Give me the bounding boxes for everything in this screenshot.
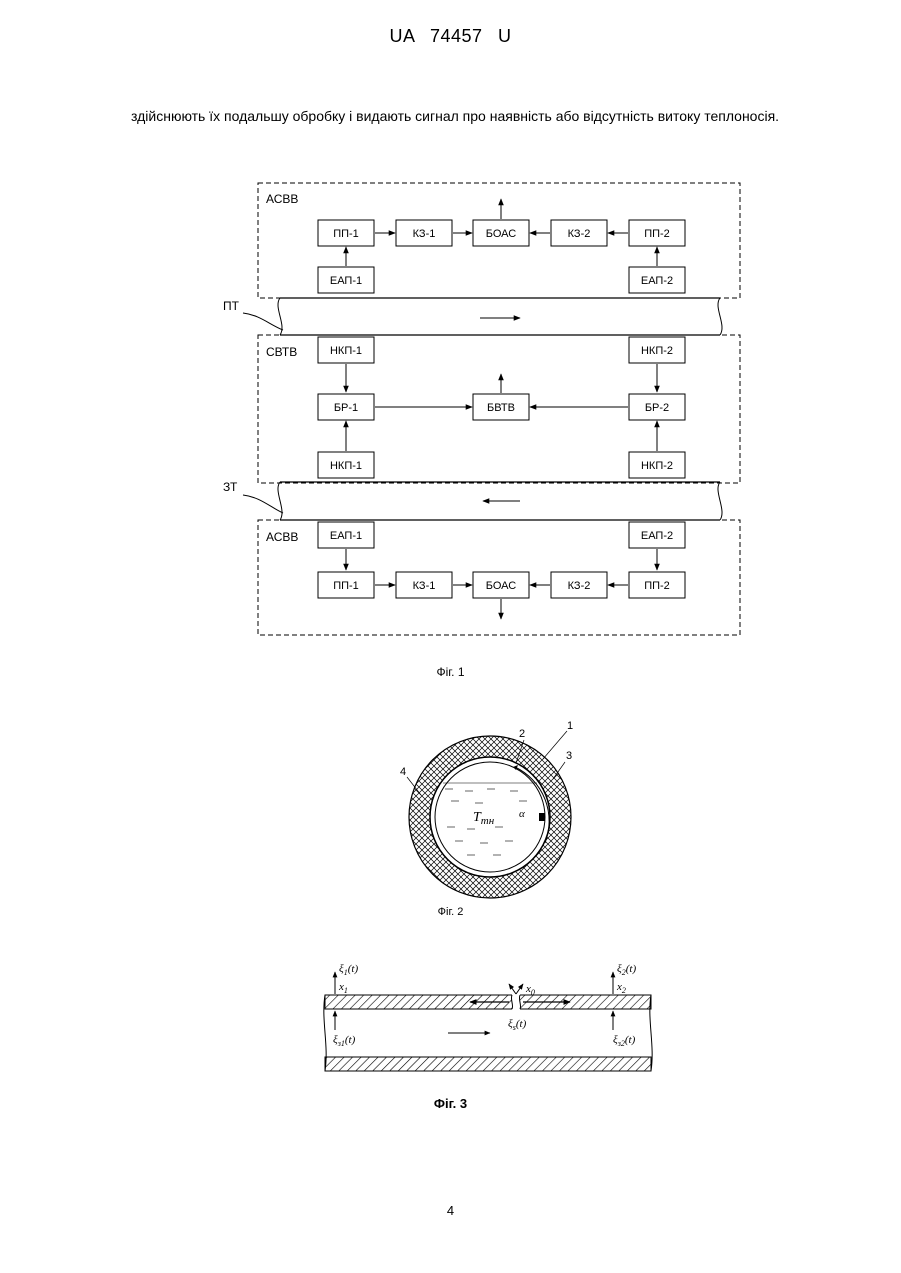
bottom-sensor-eap1: ЕАП-1 [330,530,362,542]
fig2-label-3: 3 [566,750,572,762]
fig3-xiz2-sub: з2 [617,1039,625,1048]
top-box-boas: БОАС [486,228,517,240]
top-box-kz1: КЗ-1 [413,228,436,240]
svg-text:x1: x1 [338,981,348,995]
fig2-temp-sub: тн [481,815,495,827]
bottom-box-boas: БОАС [486,580,517,592]
fig3-xi2-arg: (t) [626,963,637,975]
figure-3-caption: Фіг. 3 [0,1096,901,1111]
fig2-label-2: 2 [519,728,525,740]
top-box-pp2: ПП-2 [644,228,670,240]
fig3-xis-arg: (t) [516,1018,527,1030]
fig3-xiz1-sub: з1 [337,1039,345,1048]
figure-1-caption: Фіг. 1 [0,665,901,679]
svg-text:x2: x2 [616,981,626,995]
top-sensor-eap1: ЕАП-1 [330,275,362,287]
fig2-label-1: 1 [567,720,573,732]
figure-2-caption: Фіг. 2 [0,906,901,918]
mid-top-sensor-nkp2: НКП-2 [641,345,673,357]
bottom-box-kz1: КЗ-1 [413,580,436,592]
top-group-label: АСВВ [266,192,298,206]
mid-bottom-sensor-nkp2: НКП-2 [641,460,673,472]
body-paragraph: здійснюють їх подальшу обробку і видають… [131,107,814,126]
figure-1-block-diagram: АСВВ ПП-1 КЗ-1 БОАС КЗ-2 ПП-2 ЕАП-1 ЕАП-… [215,175,745,645]
fig3-xi1-arg: (t) [348,963,359,975]
page-number: 4 [0,1203,901,1218]
top-box-kz2: КЗ-2 [568,228,591,240]
top-box-pp1: ПП-1 [333,228,359,240]
middle-group-label: СВТВ [266,345,297,359]
svg-text:ξ1(t): ξ1(t) [339,963,358,977]
fig2-alpha: α [519,808,525,820]
pipe-bottom-label: ЗТ [223,480,238,494]
figure-2-pipe-section: 1 2 3 4 Tтн α [395,715,595,905]
document-header: UA 74457 U [0,26,901,47]
bottom-row: ПП-1 КЗ-1 БОАС КЗ-2 ПП-2 [318,572,685,598]
svg-text:ξз2(t): ξз2(t) [613,1034,636,1048]
fig2-label-4: 4 [400,766,406,778]
mid-top-sensor-nkp1: НКП-1 [330,345,362,357]
bottom-box-pp2: ПП-2 [644,580,670,592]
top-sensor-eap2: ЕАП-2 [641,275,673,287]
svg-text:ξ2(t): ξ2(t) [617,963,636,977]
bottom-group-label: АСВВ [266,530,298,544]
mid-box-bvtv: БВТВ [487,402,515,414]
fig3-xiz2-arg: (t) [625,1034,636,1046]
svg-text:x0: x0 [525,983,535,997]
mid-box-br2: БР-2 [645,402,669,414]
pipe-top-label: ПТ [223,299,240,313]
fig3-x0-sub: 0 [531,988,535,997]
fig3-x2-sub: 2 [622,986,626,995]
top-row: ПП-1 КЗ-1 БОАС КЗ-2 ПП-2 [318,220,685,246]
fig3-xiz1-arg: (t) [345,1034,356,1046]
fig3-x1-sub: 1 [344,986,348,995]
figure-3-pipe-longitudinal: ξ1(t) x1 ξ2(t) x2 x0 ξs(t) ξз1(t) ξз2(t) [315,950,660,1080]
mid-bottom-sensor-nkp1: НКП-1 [330,460,362,472]
svg-text:ξs(t): ξs(t) [508,1018,527,1032]
svg-text:ξз1(t): ξз1(t) [333,1034,356,1048]
bottom-sensor-eap2: ЕАП-2 [641,530,673,542]
bottom-box-kz2: КЗ-2 [568,580,591,592]
bottom-box-pp1: ПП-1 [333,580,359,592]
mid-box-br1: БР-1 [334,402,358,414]
